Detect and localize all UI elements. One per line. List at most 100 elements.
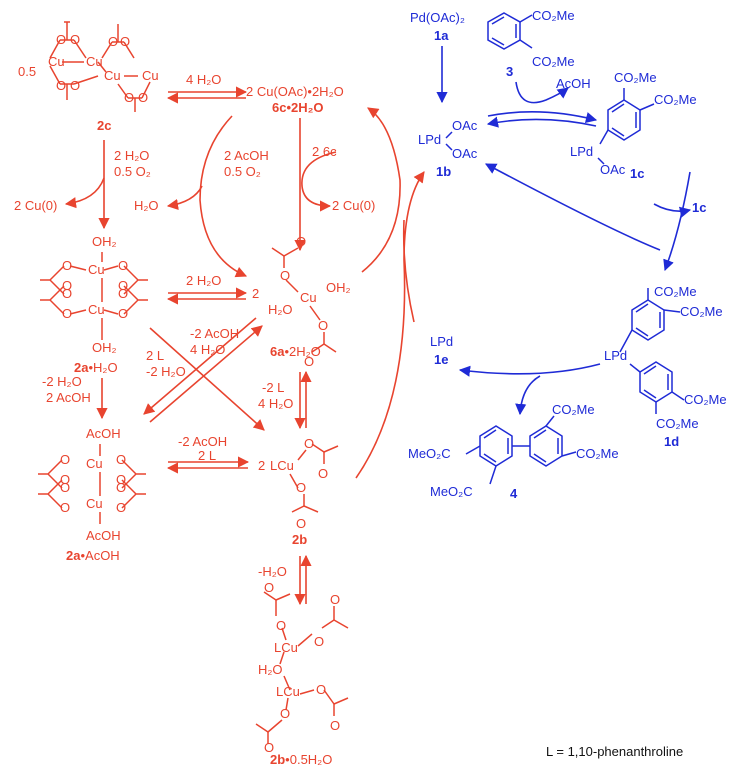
svg-text:O: O bbox=[280, 706, 290, 721]
ester-1c-b: CO₂Me bbox=[654, 92, 697, 107]
svg-text:O: O bbox=[280, 268, 290, 283]
svg-text:O: O bbox=[304, 354, 314, 369]
compound-6a: 2 Cu OH₂ H₂O O O O O 6a•2H₂O bbox=[252, 234, 351, 369]
reagent-cross-neg-h2o: -2 H₂O bbox=[146, 364, 186, 379]
label-2b-hydrate-bold: 2b bbox=[270, 752, 285, 767]
compound-1b: LPd OAc OAc 1b bbox=[418, 118, 478, 179]
compound-6c: 2 Cu(OAc)•2H₂O 6c•2H₂O bbox=[246, 84, 344, 115]
product-cu0-right: 2 Cu(0) bbox=[332, 198, 375, 213]
svg-text:O: O bbox=[108, 34, 118, 49]
reagent-left-h2o: -2 H₂O bbox=[42, 374, 82, 389]
metal-2b: LCu bbox=[270, 458, 294, 473]
reagent-2-6c: 2 6c bbox=[312, 144, 337, 159]
metal-2b-hydrate-bottom: LCu bbox=[276, 684, 300, 699]
equilibrium-2a-6a: 2 H₂O bbox=[166, 273, 248, 305]
ligand-legend: L = 1,10-phenanthroline bbox=[546, 744, 683, 759]
equilibrium-2b-hydrate: -H₂O bbox=[258, 554, 312, 606]
svg-text:O: O bbox=[304, 436, 314, 451]
svg-text:O: O bbox=[62, 306, 72, 321]
metal-6a: Cu bbox=[300, 290, 317, 305]
equilibrium-6a-2b: -2 L 4 H₂O bbox=[258, 370, 312, 430]
ligand-bottom-2a-h2o: OH₂ bbox=[92, 340, 117, 355]
arrow-2a-to-2a-acoh: -2 H₂O 2 AcOH bbox=[42, 374, 108, 420]
compound-4: CO₂Me MeO₂C MeO₂C CO₂Me 4 bbox=[408, 402, 619, 501]
formula-1a: Pd(OAc)₂ bbox=[410, 10, 465, 25]
svg-text:O: O bbox=[116, 452, 126, 467]
svg-text:O: O bbox=[62, 286, 72, 301]
svg-text:O: O bbox=[120, 34, 130, 49]
svg-text:O: O bbox=[264, 580, 274, 595]
regeneration-arrows bbox=[355, 107, 425, 479]
label-1a: 1a bbox=[434, 28, 449, 43]
svg-text:6a•2H₂O: 6a•2H₂O bbox=[270, 344, 321, 359]
lpd-1c: LPd bbox=[570, 144, 593, 159]
reductive-elimination-arrows bbox=[458, 363, 601, 416]
compound-1e: LPd 1e bbox=[430, 334, 453, 367]
product-h2o-mid: H₂O bbox=[134, 198, 159, 213]
compound-2b: 2 LCu O O O O 2b bbox=[258, 436, 339, 547]
reagent-2-h2o: 2 H₂O bbox=[186, 273, 221, 288]
lpd-1b: LPd bbox=[418, 132, 441, 147]
ester-4-d: CO₂Me bbox=[576, 446, 619, 461]
reagent-4-h2o: 4 H₂O bbox=[186, 72, 221, 87]
ligand-bottom-2a-acoh: AcOH bbox=[86, 528, 121, 543]
ester-3-b: CO₂Me bbox=[532, 54, 575, 69]
svg-text:2a•H₂O: 2a•H₂O bbox=[74, 360, 118, 375]
reagent-cross-2l: 2 L bbox=[146, 348, 164, 363]
svg-text:Cu: Cu bbox=[104, 68, 121, 83]
equilibrium-2a-acoh-2b: -2 AcOH 2 L bbox=[166, 434, 250, 474]
reagent-1c: 1c bbox=[692, 200, 706, 215]
bridging-water: H₂O bbox=[258, 662, 283, 677]
ester-4-c: MeO₂C bbox=[430, 484, 473, 499]
label-6a-bold: 6a bbox=[270, 344, 285, 359]
ester-3-a: CO₂Me bbox=[532, 8, 575, 23]
label-1b: 1b bbox=[436, 164, 451, 179]
ester-4-b: MeO₂C bbox=[408, 446, 451, 461]
transmetalation-arrows: 1c bbox=[485, 163, 706, 272]
comproportionation-arrow: 2 6c 2 Cu(0) bbox=[294, 118, 375, 252]
label-2c: 2c bbox=[97, 118, 111, 133]
equilibrium-2c-6c: 4 H₂O bbox=[166, 72, 248, 104]
label-3: 3 bbox=[506, 64, 513, 79]
metal-2b-hydrate-top: LCu bbox=[274, 640, 298, 655]
label-2b-hydrate-rest: •0.5H₂O bbox=[285, 752, 332, 767]
svg-text:O: O bbox=[56, 78, 66, 93]
ester-1d-d: CO₂Me bbox=[656, 416, 699, 431]
svg-text:O: O bbox=[296, 234, 306, 249]
label-2b: 2b bbox=[292, 532, 307, 547]
compound-1a: Pd(OAc)₂ 1a bbox=[410, 10, 465, 104]
svg-text:O: O bbox=[118, 258, 128, 273]
reagent-cross-acoh: -2 AcOH bbox=[190, 326, 239, 341]
label-1c: 1c bbox=[630, 166, 644, 181]
svg-text:Cu: Cu bbox=[142, 68, 159, 83]
svg-text:O: O bbox=[118, 286, 128, 301]
svg-text:O: O bbox=[314, 634, 324, 649]
label-2a-h2o-rest: •H₂O bbox=[88, 360, 117, 375]
label-2a-acoh-rest: •AcOH bbox=[80, 548, 119, 563]
svg-text:O: O bbox=[62, 258, 72, 273]
svg-text:O: O bbox=[118, 278, 128, 293]
ester-1c-a: CO₂Me bbox=[614, 70, 657, 85]
svg-text:O: O bbox=[138, 90, 148, 105]
oac-1b-a: OAc bbox=[452, 118, 478, 133]
svg-text:Cu: Cu bbox=[86, 54, 103, 69]
oac-1c: OAc bbox=[600, 162, 626, 177]
svg-text:O: O bbox=[296, 516, 306, 531]
oxidation-arrow-mid: 2 AcOH 0.5 O₂ H₂O bbox=[134, 115, 269, 278]
coefficient-2c: 0.5 bbox=[18, 64, 36, 79]
oxidation-arrow-left: 2 H₂O 0.5 O₂ 2 Cu(0) bbox=[14, 140, 151, 230]
reagent-right-l: -2 L bbox=[262, 380, 284, 395]
svg-text:2a•AcOH: 2a•AcOH bbox=[66, 548, 120, 563]
ester-1d-b: CO₂Me bbox=[680, 304, 723, 319]
ligand-top-2a-h2o: OH₂ bbox=[92, 234, 117, 249]
svg-text:O: O bbox=[60, 472, 70, 487]
cmd-arrows: AcOH bbox=[486, 76, 598, 128]
ligand-h2o-6a: H₂O bbox=[268, 302, 293, 317]
svg-text:O: O bbox=[60, 480, 70, 495]
ester-1d-c: CO₂Me bbox=[684, 392, 727, 407]
label-4: 4 bbox=[510, 486, 518, 501]
svg-text:Cu: Cu bbox=[88, 262, 105, 277]
ligand-oh2-6a: OH₂ bbox=[326, 280, 351, 295]
